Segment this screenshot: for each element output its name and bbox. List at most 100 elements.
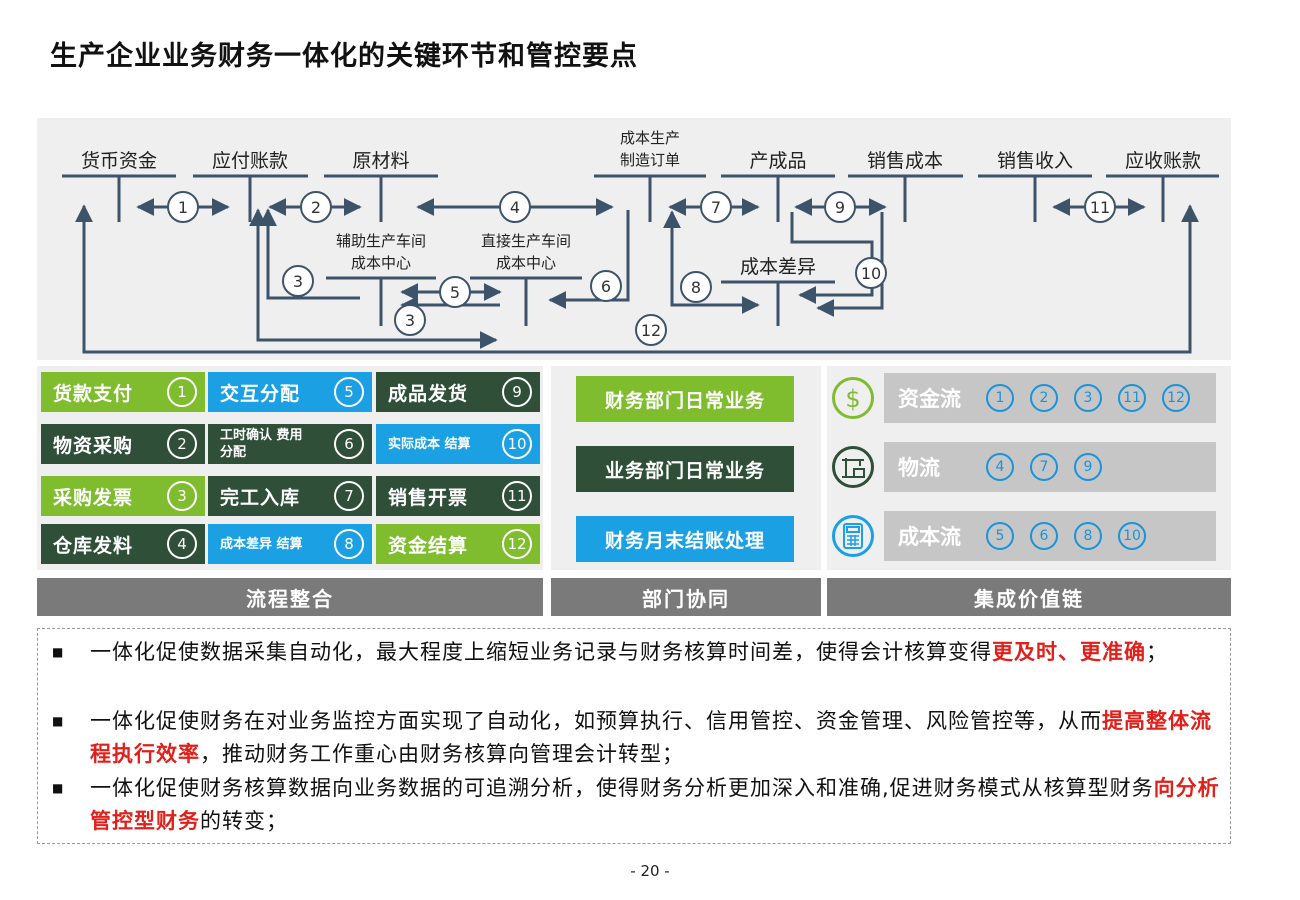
flow-step-4: 4 (499, 191, 531, 223)
note-text-end: ，推动财务工作重心由财务核算向管理会计转型； (200, 742, 684, 766)
process-tile-hours-allocation: 工时确认 费用分配 6 (208, 424, 372, 464)
process-tile-fund-settlement: 资金结算 12 (376, 524, 540, 564)
process-tile-purchasing: 物资采购 2 (41, 424, 205, 464)
node-sales-revenue: 销售收入 (996, 150, 1074, 172)
value-row-cashflow: 资金流 1 2 3 11 12 (884, 373, 1216, 423)
bullet: ■ (52, 714, 65, 728)
node-cash: 货币资金 (80, 150, 158, 172)
caption-value-chain: 集成价值链 (827, 578, 1231, 616)
tile-number: 11 (502, 481, 532, 511)
flow-step-3-upper: 3 (282, 265, 314, 297)
tile-number: 10 (502, 429, 532, 459)
tile-number: 1 (167, 377, 197, 407)
value-number: 4 (986, 453, 1014, 481)
node-order-line1: 成本生产 (619, 129, 681, 147)
notes-box (37, 628, 1231, 844)
tile-number: 5 (334, 377, 364, 407)
value-number: 10 (1118, 522, 1146, 550)
note-text: 一体化促使数据采集自动化，最大程度上缩短业务记录与财务核算时间差，使得会计核算变… (90, 640, 992, 664)
svg-text:$: $ (845, 385, 860, 412)
tile-label: 实际成本 结算 (388, 436, 471, 452)
tile-number: 6 (334, 429, 364, 459)
value-number: 6 (1030, 522, 1058, 550)
node-payable: 应付账款 (211, 150, 289, 172)
flow-diagram-panel (37, 118, 1231, 360)
value-label: 资金流 (898, 387, 961, 411)
process-tile-sales-invoice: 销售开票 11 (376, 476, 540, 516)
process-tile-allocation: 交互分配 5 (208, 372, 372, 412)
node-aux-line1: 辅助生产车间 (335, 232, 427, 250)
page-number: - 20 - (630, 862, 670, 880)
value-number: 1 (986, 384, 1014, 412)
bullet: ■ (52, 781, 65, 795)
node-direct-line2: 成本中心 (495, 254, 557, 272)
tile-number: 9 (502, 377, 532, 407)
tile-label: 成本差异 结算 (220, 536, 303, 552)
flow-step-11: 11 (1084, 191, 1116, 223)
process-tile-variance-settlement: 成本差异 结算 8 (208, 524, 372, 564)
note-highlight: 提高整体流程执行效率 (90, 709, 1212, 766)
tile-label: 采购发票 (53, 486, 134, 509)
node-material: 原材料 (352, 150, 410, 172)
caption-department-coordination: 部门协同 (551, 578, 821, 616)
crane-icon (832, 446, 874, 488)
flow-step-2: 2 (300, 191, 332, 223)
note-text-end: 的转变； (200, 809, 288, 833)
tile-number: 2 (167, 429, 197, 459)
tile-label: 成品发货 (388, 382, 469, 405)
tile-label: 货款支付 (53, 382, 134, 405)
tile-label: 工时确认 费用分配 (220, 428, 303, 460)
dept-finance-month-end: 财务月末结账处理 (576, 516, 794, 562)
node-order-line2: 制造订单 (619, 151, 681, 169)
tile-label: 仓库发料 (53, 534, 134, 557)
node-sales-cost: 销售成本 (866, 150, 944, 172)
page-title: 生产企业业务财务一体化的关键环节和管控要点 (50, 41, 638, 72)
note-highlight: 向分析管控型财务 (90, 776, 1220, 833)
value-row-costflow: 成本流 5 6 8 10 (884, 511, 1216, 561)
node-receivable: 应收账款 (1124, 150, 1202, 172)
value-number: 9 (1074, 453, 1102, 481)
note-text-end: ； (1146, 640, 1168, 664)
value-number: 7 (1030, 453, 1058, 481)
flow-step-8: 8 (680, 271, 712, 303)
tile-label: 销售开票 (388, 486, 469, 509)
flow-step-6: 6 (590, 270, 622, 302)
tile-label: 完工入库 (220, 486, 301, 509)
note-text: 一体化促使财务核算数据向业务数据的可追溯分析，使得财务分析更加深入和准确,促进财… (90, 776, 1154, 800)
dollar-icon: $ (832, 377, 874, 419)
flow-step-1: 1 (167, 191, 199, 223)
value-number: 11 (1118, 384, 1146, 412)
value-label: 物流 (898, 456, 940, 480)
tile-label: 物资采购 (53, 434, 134, 457)
flow-step-7: 7 (700, 191, 732, 223)
flow-step-3-lower: 3 (394, 304, 426, 336)
value-number: 2 (1030, 384, 1058, 412)
process-tile-payment: 货款支付 1 (41, 372, 205, 412)
process-tile-warehousing: 完工入库 7 (208, 476, 372, 516)
node-variance: 成本差异 (739, 256, 817, 278)
node-product: 产成品 (749, 150, 807, 172)
tile-number: 4 (167, 529, 197, 559)
tile-number: 7 (334, 481, 364, 511)
caption-process-integration: 流程整合 (37, 578, 543, 616)
value-number: 5 (986, 522, 1014, 550)
value-number: 12 (1162, 384, 1190, 412)
bullet: ■ (52, 645, 65, 659)
value-number: 8 (1074, 522, 1102, 550)
process-tile-actual-cost: 实际成本 结算 10 (376, 424, 540, 464)
dept-finance-daily: 财务部门日常业务 (576, 376, 794, 422)
tile-label: 资金结算 (388, 534, 469, 557)
tile-number: 3 (167, 481, 197, 511)
process-tile-invoice: 采购发票 3 (41, 476, 205, 516)
flow-step-9: 9 (824, 191, 856, 223)
flow-step-5: 5 (439, 276, 471, 308)
value-row-logistics: 物流 4 7 9 (884, 442, 1216, 492)
tile-number: 8 (334, 529, 364, 559)
flow-step-10: 10 (855, 257, 887, 289)
tile-number: 12 (502, 529, 532, 559)
node-aux-line2: 成本中心 (350, 254, 412, 272)
process-tile-material-issue: 仓库发料 4 (41, 524, 205, 564)
node-direct-line1: 直接生产车间 (480, 232, 572, 250)
dept-business-daily: 业务部门日常业务 (576, 446, 794, 492)
process-tile-shipping: 成品发货 9 (376, 372, 540, 412)
